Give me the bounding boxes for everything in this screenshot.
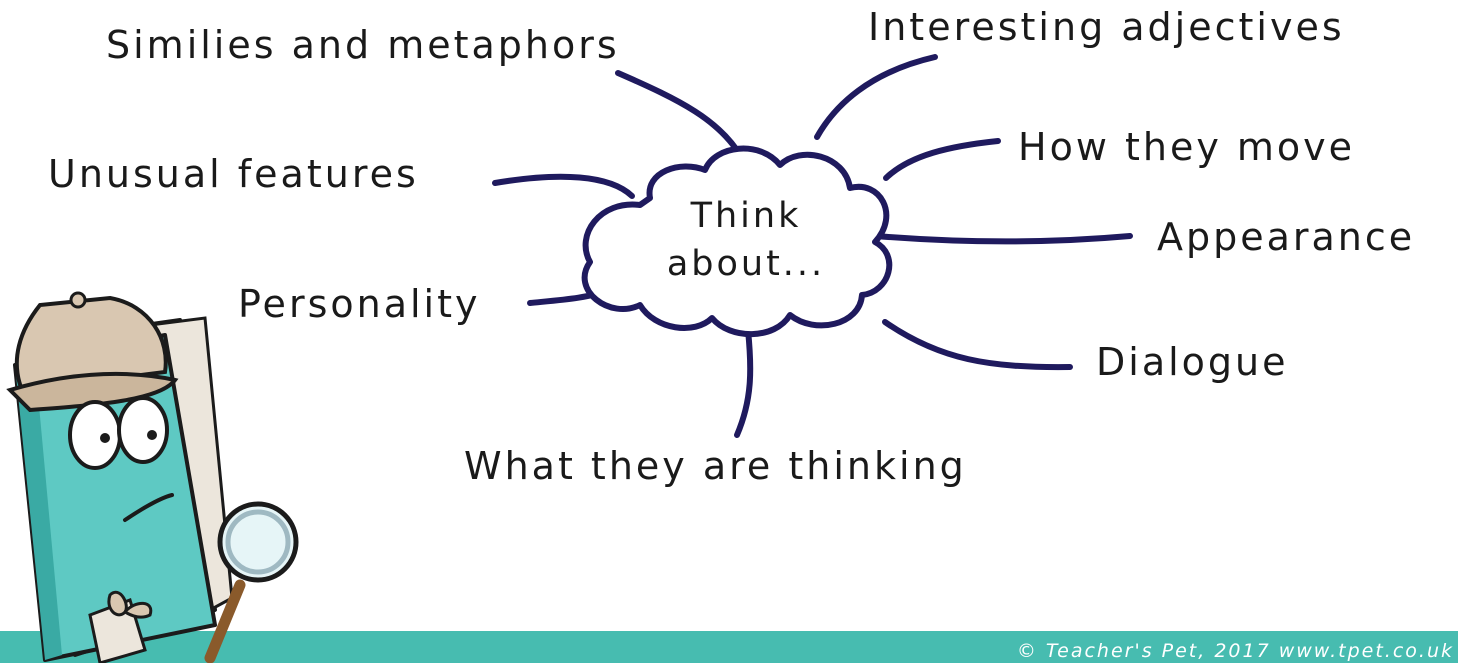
thought-cloud bbox=[581, 145, 893, 338]
center-cloud: Think about... bbox=[622, 192, 870, 288]
branch-line-movement bbox=[883, 138, 1001, 181]
branch-line-adjectives bbox=[814, 54, 938, 140]
center-line-2: about... bbox=[666, 244, 826, 284]
branch-label-appearance: Appearance bbox=[1157, 215, 1416, 259]
branch-line-dialogue bbox=[882, 319, 1073, 371]
center-line-1: Think bbox=[690, 196, 802, 236]
branch-line-similes bbox=[615, 70, 745, 161]
detective-book-icon bbox=[6, 291, 299, 663]
branch-label-adjectives: Interesting adjectives bbox=[868, 5, 1345, 49]
branch-line-appearance bbox=[873, 233, 1133, 245]
branch-label-similes: Similies and metaphors bbox=[106, 23, 620, 67]
branch-label-movement: How they move bbox=[1018, 125, 1356, 169]
branch-label-personality: Personality bbox=[238, 282, 481, 326]
branch-label-dialogue: Dialogue bbox=[1096, 340, 1289, 384]
footer-bar bbox=[0, 631, 1458, 663]
branch-label-thinking: What they are thinking bbox=[464, 444, 967, 488]
copyright-text: © Teacher's Pet, 2017 www.tpet.co.uk bbox=[1016, 640, 1454, 662]
branch-label-features: Unusual features bbox=[48, 152, 419, 196]
branch-line-thinking bbox=[734, 327, 754, 438]
branch-line-features bbox=[492, 173, 635, 199]
